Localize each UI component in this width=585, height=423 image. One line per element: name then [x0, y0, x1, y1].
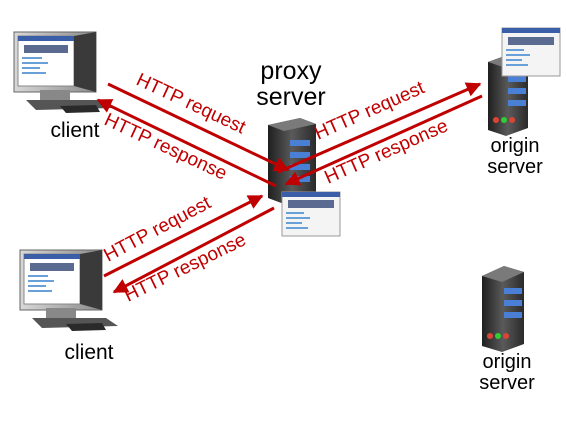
client-top-label: client — [50, 119, 100, 142]
arrows — [96, 82, 483, 294]
origin-top-server-icon — [488, 27, 561, 136]
arrow-req-origin — [277, 82, 482, 174]
arrow-resp-origin — [284, 94, 483, 186]
client-top-computer-icon — [13, 31, 112, 113]
arrow-req-client-top — [107, 82, 290, 172]
arrow-resp-client-top — [96, 98, 277, 188]
arrow-resp-client-bottom — [112, 206, 275, 294]
client-bottom-computer-icon — [19, 249, 118, 331]
client-bottom-label: client — [64, 341, 114, 364]
origin-bottom-label: origin server — [479, 351, 535, 394]
proxy-server-icon — [268, 118, 341, 237]
proxy-label: proxy server — [256, 57, 326, 112]
origin-top-label: origin server — [487, 135, 543, 178]
arrow-req-client-bottom — [103, 194, 264, 278]
origin-bottom-server-icon — [482, 266, 524, 352]
